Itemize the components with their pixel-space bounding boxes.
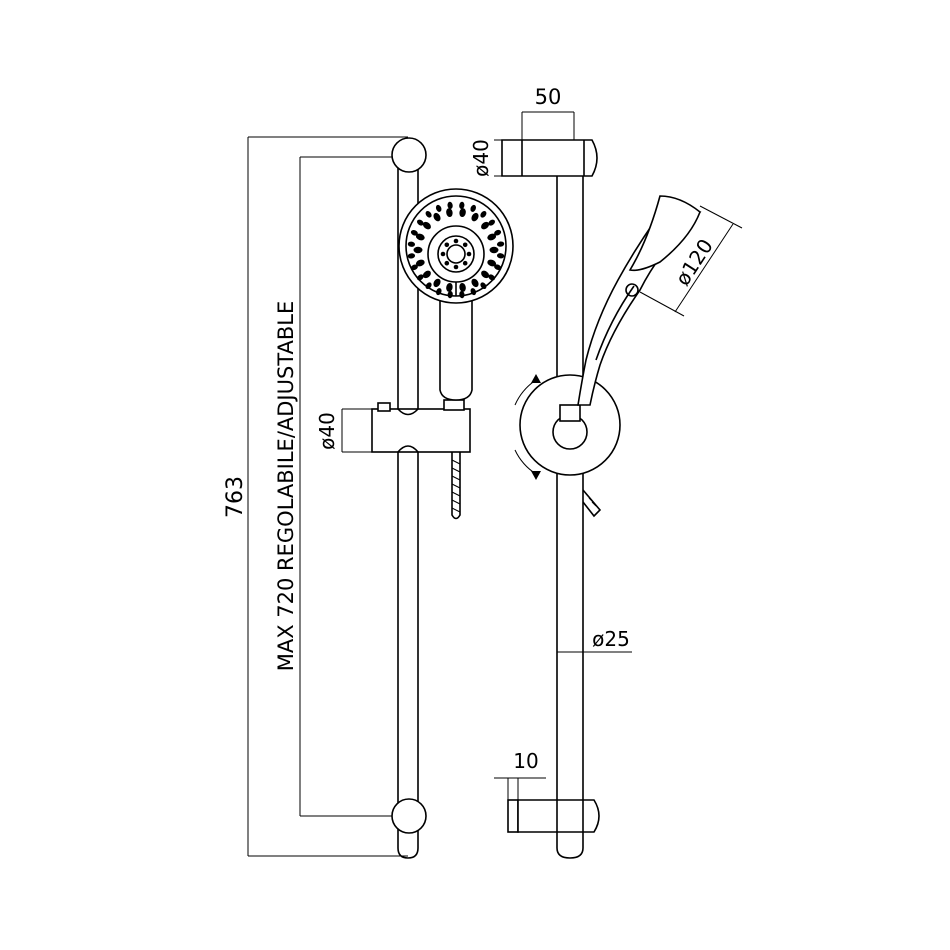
spray-nozzle — [444, 242, 450, 248]
front-spray-nozzles — [407, 201, 505, 299]
side-hose — [582, 489, 602, 518]
spray-nozzle — [462, 242, 468, 248]
front-sliding-holder — [371, 399, 471, 453]
spray-nozzle — [459, 208, 466, 218]
total-height-label: 763 — [223, 476, 248, 518]
front-slide-bar — [391, 137, 427, 859]
spray-nozzle — [481, 221, 490, 230]
spray-nozzle — [425, 211, 432, 218]
bracket-width-label: 50 — [535, 85, 562, 109]
spray-nozzle — [470, 204, 476, 212]
side-bracket-width-dimension: 50 — [521, 85, 575, 140]
side-holder — [519, 374, 621, 476]
side-top-bracket — [501, 139, 598, 177]
side-hand-shower — [577, 195, 702, 406]
spray-nozzle — [446, 282, 453, 292]
bracket-depth-label: 10 — [513, 749, 538, 773]
front-holder-dimension: ø40 — [315, 408, 372, 453]
side-bottom-bracket — [507, 799, 600, 833]
spray-nozzle — [481, 270, 490, 279]
spray-nozzle — [447, 290, 453, 299]
spray-nozzle — [453, 238, 459, 244]
spray-nozzle — [459, 290, 465, 299]
spray-nozzle — [462, 260, 468, 266]
total-height-dimension: 763 — [223, 136, 408, 857]
spray-nozzle — [480, 282, 487, 289]
rotation-arrows — [514, 374, 541, 480]
top-bracket-knob — [391, 137, 427, 173]
spray-nozzle — [413, 246, 423, 254]
spray-nozzle — [470, 288, 477, 296]
front-hand-shower — [398, 188, 514, 401]
spray-nozzle — [410, 230, 418, 236]
spray-nozzle — [487, 233, 497, 241]
spray-nozzle — [422, 221, 431, 230]
front-holder-dia-label: ø40 — [315, 412, 339, 450]
spray-nozzle — [407, 253, 416, 259]
spray-nozzle — [466, 251, 472, 257]
spray-nozzle — [440, 251, 446, 257]
spray-nozzle — [417, 274, 424, 281]
spray-nozzle — [415, 259, 425, 267]
spray-nozzle — [415, 233, 425, 241]
spray-nozzle — [496, 253, 505, 259]
spray-nozzle — [488, 219, 495, 226]
spray-nozzle — [433, 212, 441, 222]
bottom-bracket-knob — [391, 798, 427, 834]
bar-dia-label: ø25 — [592, 627, 630, 651]
spray-nozzle — [444, 260, 450, 266]
adjustable-dimension: MAX 720 REGOLABILE/ADJUSTABLE — [274, 156, 392, 817]
spray-nozzle — [435, 204, 442, 212]
spray-nozzle — [488, 274, 495, 281]
side-bracket-dia-label: ø40 — [469, 139, 493, 177]
spray-nozzle — [422, 270, 431, 279]
spray-nozzle — [487, 259, 497, 267]
spray-nozzle — [471, 212, 479, 222]
spray-nozzle — [436, 288, 442, 296]
spray-nozzle — [425, 282, 432, 289]
spray-nozzle — [447, 201, 453, 210]
spray-nozzle — [410, 264, 418, 271]
spray-nozzle — [480, 211, 487, 218]
spray-nozzle — [433, 278, 441, 288]
adjustable-label: MAX 720 REGOLABILE/ADJUSTABLE — [274, 301, 298, 672]
spray-nozzle — [494, 229, 502, 236]
spray-nozzle — [417, 219, 424, 226]
side-slide-bar — [556, 176, 584, 859]
spray-nozzle — [446, 208, 453, 218]
spray-nozzle — [453, 264, 459, 270]
side-bracket-dia-dimension: ø40 — [469, 139, 522, 177]
front-hose — [451, 452, 461, 520]
spray-nozzle — [407, 241, 416, 247]
spray-nozzle — [494, 264, 502, 270]
spray-nozzle — [459, 201, 465, 210]
spray-nozzle — [496, 241, 505, 247]
spray-nozzle — [459, 282, 466, 292]
spray-nozzle — [471, 278, 479, 288]
spray-nozzle — [489, 246, 499, 254]
bar-dia-dimension: ø25 — [557, 627, 632, 653]
